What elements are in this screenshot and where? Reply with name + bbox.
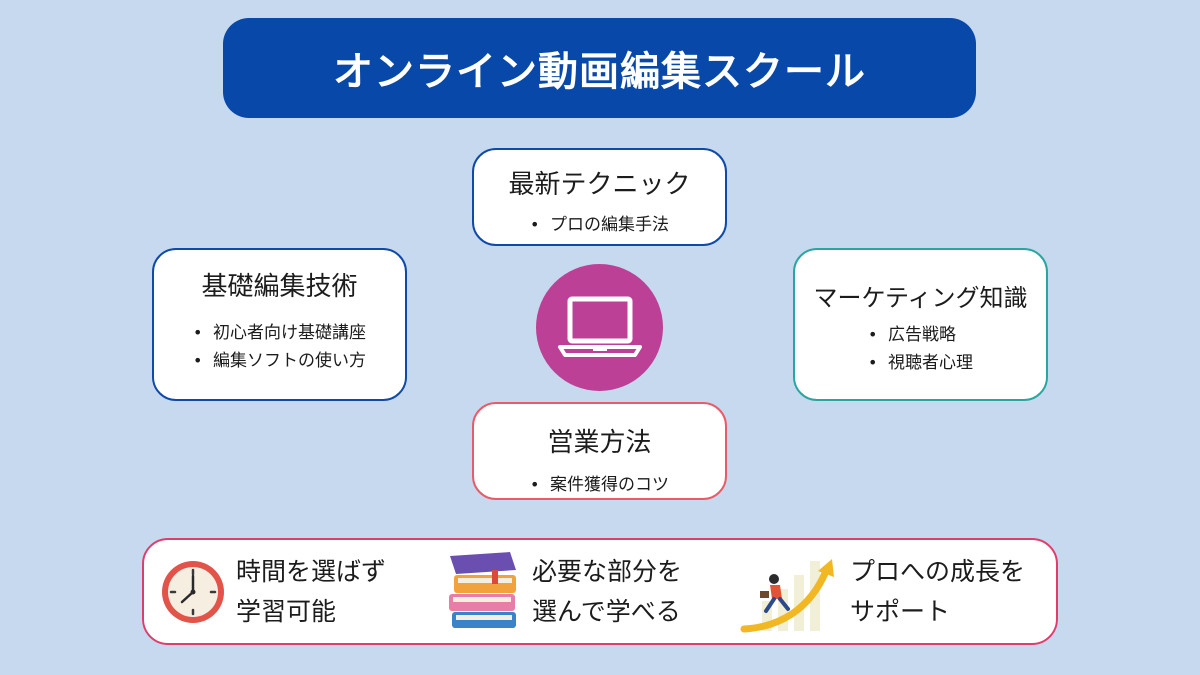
laptop-badge bbox=[536, 264, 663, 391]
title-banner: オンライン動画編集スクール bbox=[223, 18, 976, 118]
card-heading: マーケティング知識 bbox=[813, 284, 1028, 312]
card-latest-techniques: 最新テクニック プロの編集手法 bbox=[472, 148, 727, 246]
list-item: 編集ソフトの使い方 bbox=[193, 347, 366, 375]
feature-line: サポート bbox=[850, 596, 951, 626]
clock-icon bbox=[162, 560, 224, 623]
features-panel: 時間を選ばず 学習可能 必要な部分を 選んで学べる bbox=[142, 538, 1058, 645]
card-heading: 営業方法 bbox=[547, 428, 652, 458]
list-item: 広告戦略 bbox=[868, 321, 973, 349]
list-item: 初心者向け基礎講座 bbox=[193, 319, 366, 347]
card-list: 案件獲得のコツ bbox=[530, 471, 669, 499]
card-sales: 営業方法 案件獲得のコツ bbox=[472, 402, 727, 500]
page-title: オンライン動画編集スクール bbox=[333, 49, 866, 95]
card-heading: 最新テクニック bbox=[508, 170, 691, 200]
feature-flexible-time: 時間を選ばず 学習可能 bbox=[160, 540, 386, 643]
list-item: 視聴者心理 bbox=[868, 349, 973, 377]
card-list: プロの編集手法 bbox=[530, 211, 669, 239]
feature-growth-support: プロへの成長を サポート bbox=[740, 540, 1025, 643]
books-icon bbox=[449, 551, 516, 628]
growth-runner-icon bbox=[740, 558, 834, 632]
list-item: プロの編集手法 bbox=[530, 211, 669, 239]
laptop-icon bbox=[557, 296, 642, 357]
list-item: 案件獲得のコツ bbox=[530, 471, 669, 499]
card-heading: 基礎編集技術 bbox=[201, 272, 358, 302]
feature-line: 選んで学べる bbox=[532, 596, 681, 626]
card-marketing: マーケティング知識 広告戦略 視聴者心理 bbox=[793, 248, 1048, 401]
feature-line: 学習可能 bbox=[236, 596, 337, 626]
card-list: 初心者向け基礎講座 編集ソフトの使い方 bbox=[193, 319, 366, 375]
feature-line: プロへの成長を bbox=[850, 556, 1026, 586]
feature-line: 時間を選ばず bbox=[236, 556, 387, 586]
feature-choose-parts: 必要な部分を 選んで学べる bbox=[446, 540, 682, 643]
feature-line: 必要な部分を bbox=[532, 556, 683, 586]
card-basic-editing: 基礎編集技術 初心者向け基礎講座 編集ソフトの使い方 bbox=[152, 248, 407, 401]
card-list: 広告戦略 視聴者心理 bbox=[868, 321, 973, 377]
